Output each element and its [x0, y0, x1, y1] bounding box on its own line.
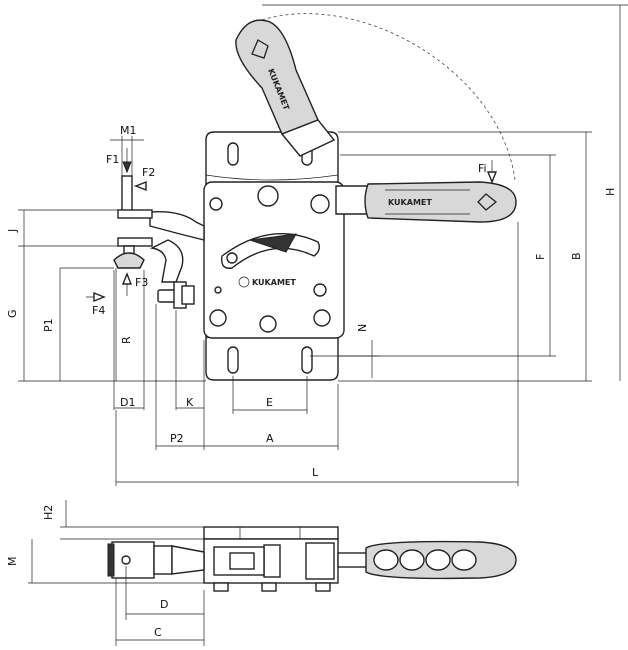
guide-slot: [221, 232, 321, 269]
svg-text:E: E: [266, 396, 273, 409]
rivet: [310, 194, 330, 214]
handle-grip-open: KUKAMET: [235, 19, 336, 157]
side-dimension-lines: [28, 500, 205, 646]
svg-text:N: N: [356, 324, 369, 332]
mounting-slot: [301, 346, 313, 374]
kukamet-logo: KUKAMET: [238, 276, 296, 288]
rivet: [209, 197, 223, 211]
side-view: H2 M D C: [6, 500, 517, 646]
dimension-lines: [18, 4, 628, 486]
handle-grip-horizontal: KUKAMET: [364, 181, 517, 223]
svg-text:A: A: [266, 432, 274, 445]
rivet: [313, 283, 327, 297]
svg-text:J: J: [6, 229, 19, 233]
clamp-body: [203, 181, 345, 339]
svg-text:R: R: [120, 336, 133, 344]
svg-text:H2: H2: [42, 505, 55, 520]
side-base-plate: [203, 526, 339, 540]
rivet: [214, 286, 222, 294]
svg-text:D1: D1: [120, 396, 135, 409]
svg-text:P2: P2: [170, 432, 184, 445]
svg-text:KUKAMET: KUKAMET: [388, 198, 432, 207]
side-handle-grip: [365, 540, 517, 580]
spindle-assembly: [113, 175, 205, 309]
svg-text:K: K: [186, 396, 194, 409]
side-dimension-labels: H2 M D C: [6, 505, 168, 639]
svg-text:F2: F2: [142, 166, 155, 179]
dimension-labels: M1 F1 F2 F3 F4 Fi J G P1 R D1 K E P2 A L…: [6, 124, 617, 479]
rivet: [313, 309, 331, 327]
pressure-pad: [113, 252, 145, 269]
svg-text:L: L: [312, 466, 319, 479]
side-spindle: [111, 541, 155, 579]
svg-text:KUKAMET: KUKAMET: [252, 278, 296, 287]
mounting-slot: [227, 346, 239, 374]
svg-text:B: B: [570, 252, 583, 260]
svg-text:P1: P1: [42, 318, 55, 332]
svg-text:D: D: [160, 598, 168, 611]
svg-text:F3: F3: [135, 276, 148, 289]
svg-text:G: G: [6, 309, 19, 318]
rivet: [257, 185, 279, 207]
svg-text:M: M: [6, 557, 19, 567]
top-view: KUKAMET KUKAMET KUKAMET: [6, 4, 628, 486]
rivet: [259, 315, 277, 333]
svg-text:F: F: [534, 254, 547, 260]
svg-text:C: C: [154, 626, 162, 639]
rivet: [209, 309, 227, 327]
svg-text:Fi: Fi: [478, 162, 487, 175]
svg-text:M1: M1: [120, 124, 137, 137]
spindle: [121, 175, 133, 213]
svg-text:F4: F4: [92, 304, 105, 317]
handle-swing-arc: [261, 13, 516, 181]
mounting-slot: [227, 142, 239, 166]
svg-text:H: H: [604, 188, 617, 196]
svg-text:F1: F1: [106, 153, 119, 166]
